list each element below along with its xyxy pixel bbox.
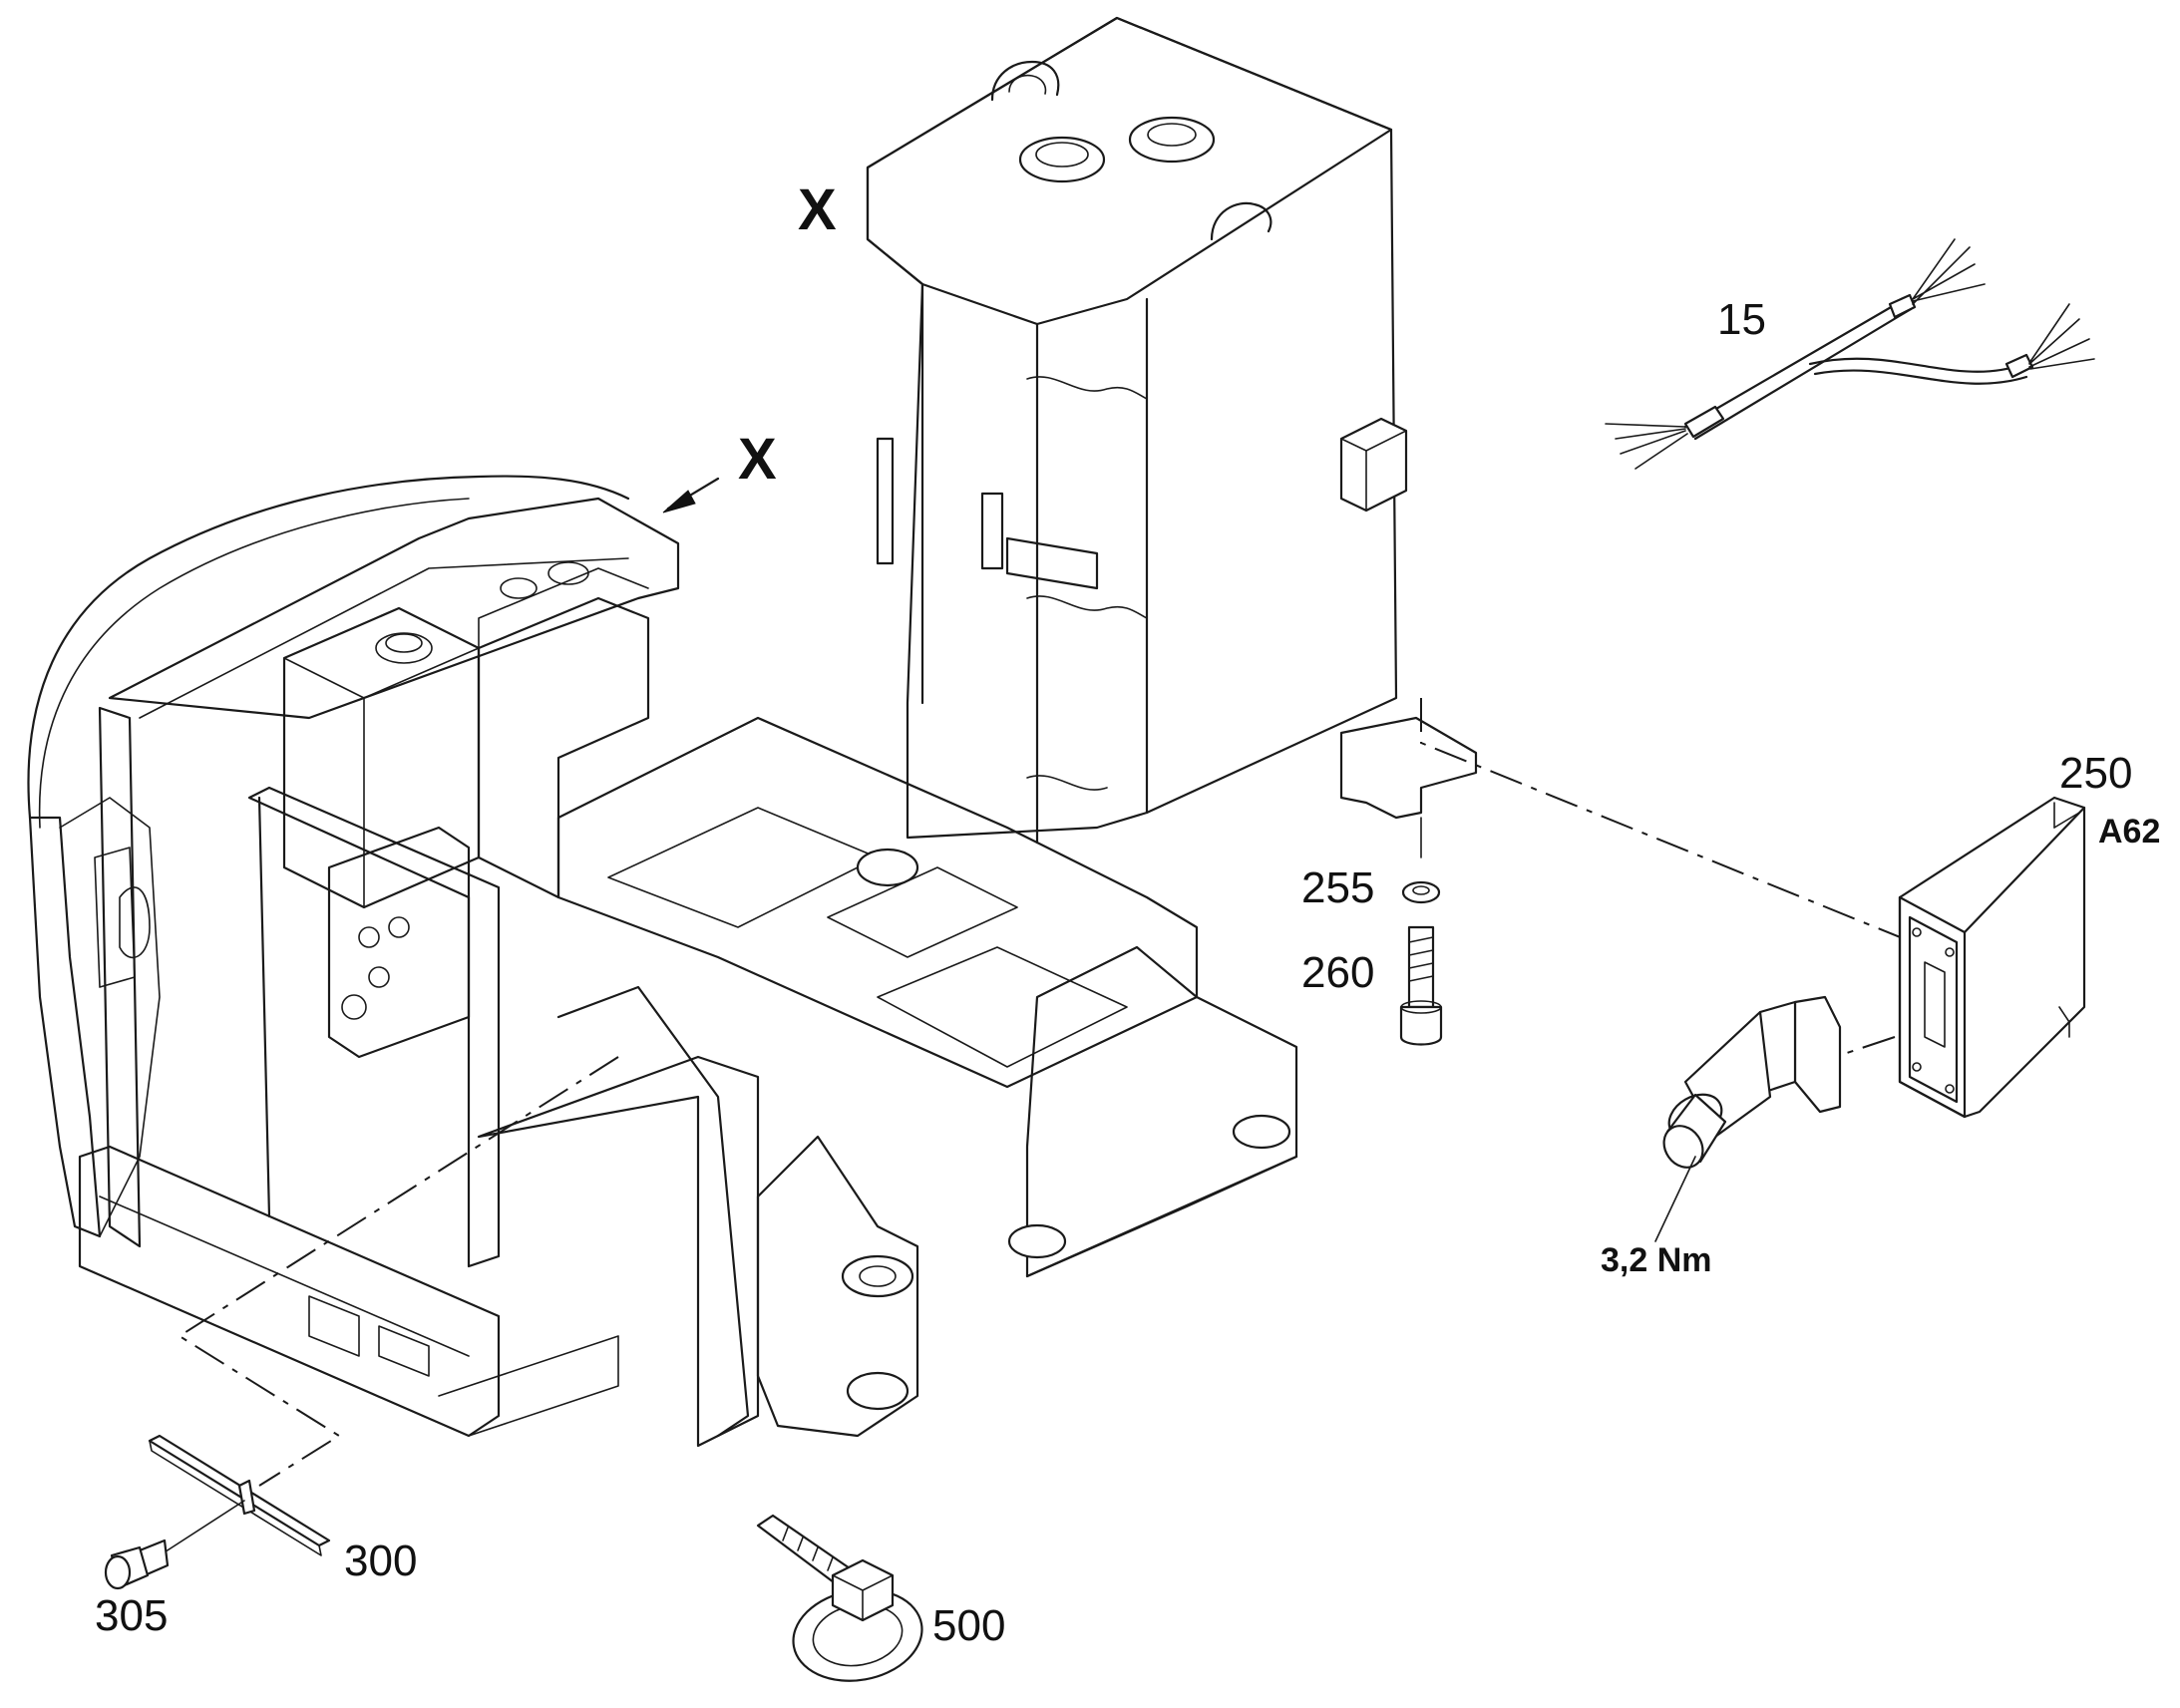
leader-a62	[2053, 812, 2080, 829]
wiring-harness	[1605, 238, 2095, 470]
connector-plug	[1654, 995, 1842, 1242]
washer-part	[1401, 880, 1441, 904]
bolt-305	[104, 1538, 170, 1590]
view-arrow	[662, 477, 720, 513]
callout-255: 255	[1301, 863, 1374, 912]
torque-label: 3,2 Nm	[1601, 1241, 1712, 1279]
bolt-part	[1399, 925, 1443, 1046]
callout-a62: A62	[2098, 813, 2160, 851]
control-unit-a62	[1834, 796, 2086, 1119]
callout-250: 250	[2059, 749, 2132, 798]
callout-260: 260	[1301, 948, 1374, 997]
callout-305: 305	[95, 1591, 168, 1640]
callout-500: 500	[932, 1601, 1005, 1650]
callout-300: 300	[344, 1537, 417, 1585]
detail-marker-x: X	[798, 177, 837, 242]
view-marker-x: X	[738, 427, 777, 492]
cable-tie-500	[756, 1514, 923, 1682]
hydraulic-tank-detail	[866, 16, 1926, 948]
strap-300	[148, 1434, 331, 1556]
machine-frame-assembly	[27, 475, 1298, 1487]
callout-15: 15	[1717, 295, 1766, 344]
